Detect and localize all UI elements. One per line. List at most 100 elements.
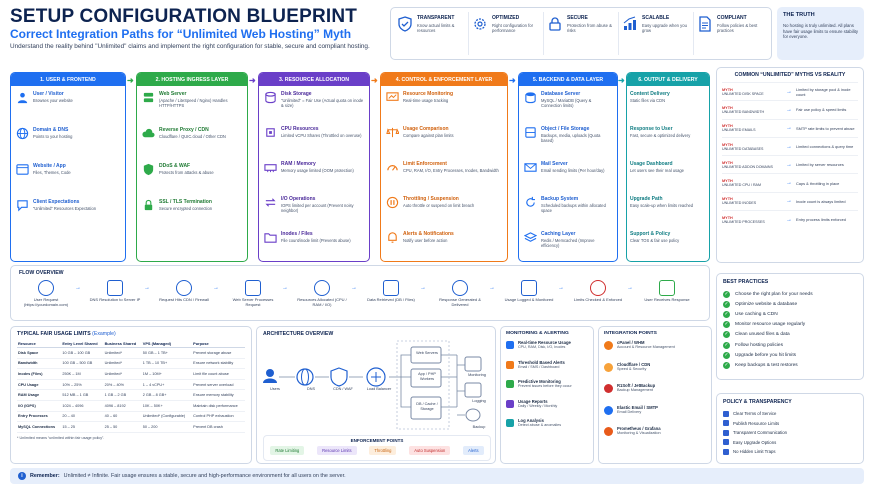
cloud-icon [142,128,155,138]
item-text: Limited vCPU Shares (Throttled on overus… [281,133,362,138]
web-servers-node [410,346,442,364]
reality-text: Limited connections & query time [796,144,854,150]
item-text: Memory usage limited (OOM protection) [281,168,354,173]
lock-icon [546,15,564,33]
check-icon: ✓ [723,300,730,308]
best-practice-item: ✓Monitor resource usage regularly [723,320,857,330]
flow-step: Usage Logged & Monitored [502,280,556,303]
benefit-title: SCALABLE [642,15,670,21]
table-header: Business Shared [103,340,142,348]
arrow-right-icon: → [786,161,792,168]
flow-overview: FLOW OVERVIEW User Request (https://your… [10,265,710,321]
monitoring-item-text: Prevent issues before they occur [518,384,572,388]
reality-text: Caps & throttling in place [796,180,840,186]
monitoring-icon [506,360,514,369]
table-cell: Unlimited* [103,368,142,380]
flow-step: User Receives Response [640,280,694,303]
flow-step-icon [245,280,261,296]
reality-text: SMTP rate limits to prevent abuse [796,125,855,131]
app-workers-node [410,368,442,388]
flow-step-icon [590,280,606,296]
table-cell: Unlimited* (Configurable) [141,411,193,423]
bell-icon [388,232,397,243]
myth-tag: MYTH [722,160,733,165]
table-cell: I/O (IOPS) [17,400,62,412]
item-title: Alerts & Notifications [403,231,454,237]
arch-node-label: DNS [306,387,316,391]
item-text: “Unlimited” Resources Expectation [33,206,97,211]
best-practice-item: ✓Upgrade before you hit limits [723,350,857,360]
item-title: Object / File Storage [541,126,590,132]
item-text: File count/inode limit (Prevents abuse) [281,238,351,243]
table-cell: 100 GB – 500 GB [61,358,104,370]
flow-step-label: Web Server Processes Request [232,297,274,307]
arrow-right-icon: → [786,143,792,150]
arrow-right-icon: → [786,125,792,132]
item-title: Database Server [541,91,581,97]
flow-step-label: User Request (https://yourdomain.com) [23,297,69,307]
flow-step: Resources Allocated (CPU / RAM / I/O) [295,280,349,308]
io-icon [265,198,276,207]
integration-item-text: Speed & Security [617,366,647,371]
backup-icon [526,196,535,207]
check-icon: ✓ [723,351,730,359]
myth-tag: MYTH [722,124,733,129]
column-header: 5. BACKEND & DATA LAYER [519,73,617,86]
item-title: Support & Policy [630,231,671,237]
folder-icon [264,233,277,243]
item-title: Web Server [159,91,187,97]
chat-icon [17,200,28,212]
shield-check-icon [396,15,414,33]
server-icon [143,92,154,103]
flow-step: Web Server Processes Request [226,280,280,308]
table-cell: Ensure memory stability [192,389,245,401]
myth-tag: MYTH [722,197,733,202]
item-title: Website / App [33,163,66,169]
flow-step-icon [38,280,54,296]
arrow-right-icon: ➜ [618,76,625,85]
item-text: Files, Themes, Code [33,170,71,175]
benefit-text: Protection from abuse & risks [567,23,612,34]
policy-item: Publish Resource Limits [723,419,857,429]
item-text: MySQL / MariaDB (Query & Connection limi… [541,98,592,109]
users-node [263,369,277,383]
architecture-diagram [263,340,482,430]
item-text: Let users see their real usage [630,168,684,173]
item-text: CPU, RAM, I/O, Entry Processes, Inodes, … [403,168,499,173]
growth-icon [621,15,639,33]
benefit-text: Follow policies & best practices [717,23,758,34]
flow-step-icon [176,280,192,296]
policy-item: Transparent Communication [723,428,857,438]
monitoring-item-text: Daily / Weekly / Monthly [518,403,558,408]
table-cell: 10K – 50K+ [141,400,193,412]
mail-icon [524,163,537,172]
enforcement-pill: Alerts [463,446,484,455]
best-practice-text: Clean unused files & data [735,332,790,338]
arrow-right-icon: → [75,285,81,291]
arrow-right-icon: ➜ [127,76,134,85]
table-header: Purpose [192,340,245,348]
flow-title: FLOW OVERVIEW [19,270,64,276]
table-cell: 10% – 25% [61,379,104,391]
item-title: Usage Comparison [403,126,449,132]
column-resource-allocation: 3. RESOURCE ALLOCATION Disk Storage"Unli… [258,72,370,262]
